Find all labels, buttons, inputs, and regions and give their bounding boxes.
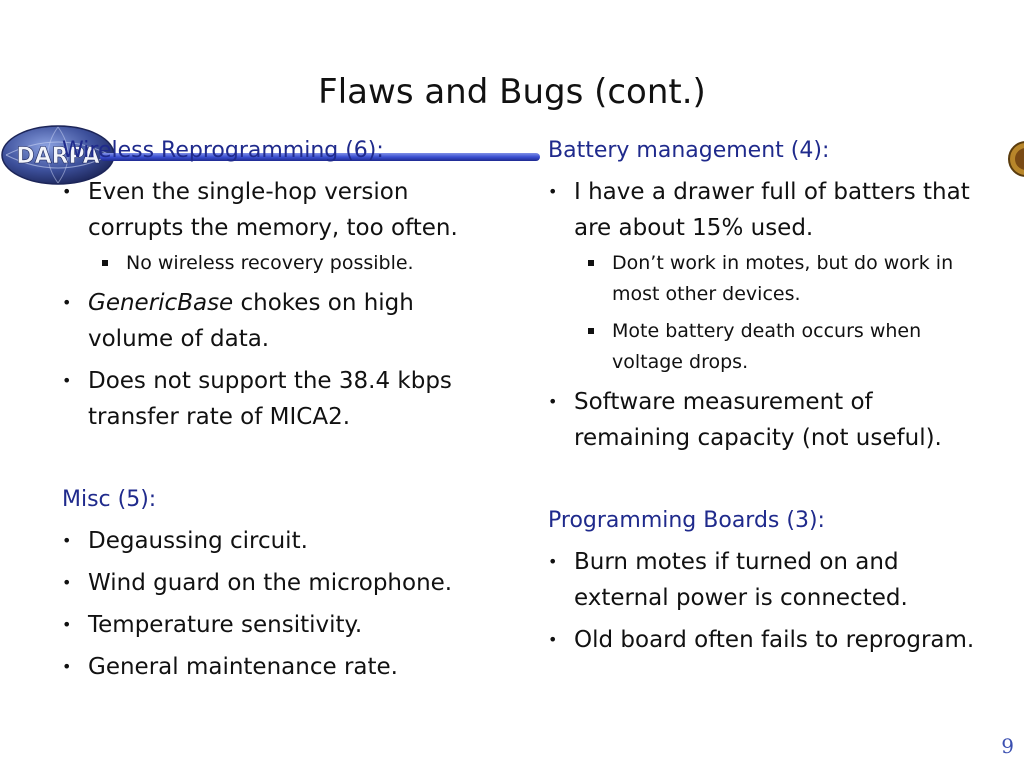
- sub-bullet-text: Don’t work in motes, but do work in most…: [612, 252, 954, 305]
- square-bullet-icon: [588, 328, 594, 334]
- bullet-dot-icon: •: [548, 630, 558, 649]
- bullet-dot-icon: •: [62, 371, 72, 390]
- page-number: 9: [1001, 734, 1014, 758]
- bullet-text: General maintenance rate.: [88, 654, 398, 680]
- section-heading: Misc (5):: [62, 487, 157, 512]
- sub-bullet-text: No wireless recovery possible.: [126, 252, 414, 274]
- bullet-item: • Degaussing circuit.: [62, 523, 502, 559]
- slide-title: Flaws and Bugs (cont.): [318, 72, 706, 112]
- right-column: Battery management (4): • I have a drawer …: [548, 134, 988, 664]
- bullet-text: Does not support the 38.4 kbps transfer …: [88, 368, 452, 430]
- bullet-text: Burn motes if turned on and external pow…: [574, 549, 908, 611]
- bullet-item: • Even the single-hop version corrupts th…: [62, 174, 502, 279]
- bullet-text: Old board often fails to reprogram.: [574, 627, 975, 653]
- bullet-dot-icon: •: [62, 531, 72, 550]
- bullet-item: • Does not support the 38.4 kbps transfer…: [62, 363, 502, 435]
- bullet-dot-icon: •: [548, 182, 558, 201]
- right-seal-logo: [1008, 141, 1024, 177]
- sub-bullet-list: No wireless recovery possible.: [88, 248, 502, 279]
- title-rule: [100, 153, 540, 161]
- bullet-item: • Burn motes if turned on and external po…: [548, 544, 988, 616]
- bullet-text: Temperature sensitivity.: [88, 612, 363, 638]
- square-bullet-icon: [588, 260, 594, 266]
- bullet-text: Even the single-hop version corrupts the…: [88, 179, 458, 241]
- bullet-dot-icon: •: [62, 657, 72, 676]
- section-heading: Wireless Reprogramming (6):: [62, 138, 384, 163]
- square-bullet-icon: [102, 260, 108, 266]
- bullet-dot-icon: •: [62, 293, 72, 312]
- sub-bullet-text: Mote battery death occurs when voltage d…: [612, 320, 922, 373]
- bullet-item: • Old board often fails to reprogram.: [548, 622, 988, 658]
- darpa-logo: DARPA: [1, 125, 115, 185]
- bullet-text: Software measurement of remaining capaci…: [574, 389, 942, 451]
- sub-bullet-item: Mote battery death occurs when voltage d…: [574, 316, 988, 378]
- bullet-text: Wind guard on the microphone.: [88, 570, 453, 596]
- section-gap: [62, 441, 502, 483]
- bullet-item: • GenericBase chokes on high volume of da…: [62, 285, 502, 357]
- section-gap: [548, 462, 988, 504]
- sub-bullet-item: Don’t work in motes, but do work in most…: [574, 248, 988, 310]
- bullet-dot-icon: •: [62, 615, 72, 634]
- italic-term: GenericBase: [88, 290, 234, 316]
- bullet-item: • Wind guard on the microphone.: [62, 565, 502, 601]
- bullet-dot-icon: •: [548, 392, 558, 411]
- bullet-list: • Burn motes if turned on and external po…: [548, 544, 988, 658]
- bullet-item: • Software measurement of remaining capac…: [548, 384, 988, 456]
- bullet-text: Degaussing circuit.: [88, 528, 308, 554]
- left-column: Wireless Reprogramming (6): • Even the sin…: [62, 134, 502, 691]
- bullet-dot-icon: •: [62, 182, 72, 201]
- bullet-text: I have a drawer full of batters that are…: [574, 179, 970, 241]
- sub-bullet-item: No wireless recovery possible.: [88, 248, 502, 279]
- section-heading: Programming Boards (3):: [548, 508, 825, 533]
- bullet-item: • General maintenance rate.: [62, 649, 502, 685]
- bullet-text: chokes on high volume of data.: [88, 290, 414, 352]
- logo-text: DARPA: [16, 144, 99, 169]
- bullet-dot-icon: •: [62, 573, 72, 592]
- sub-bullet-list: Don’t work in motes, but do work in most…: [574, 248, 988, 378]
- bullet-item: • Temperature sensitivity.: [62, 607, 502, 643]
- bullet-list: • I have a drawer full of batters that ar…: [548, 174, 988, 456]
- bullet-item: • I have a drawer full of batters that ar…: [548, 174, 988, 378]
- bullet-list: • Even the single-hop version corrupts th…: [62, 174, 502, 435]
- bullet-dot-icon: •: [548, 552, 558, 571]
- bullet-list: • Degaussing circuit. • Wind guard on the m…: [62, 523, 502, 685]
- section-heading: Battery management (4):: [548, 138, 830, 163]
